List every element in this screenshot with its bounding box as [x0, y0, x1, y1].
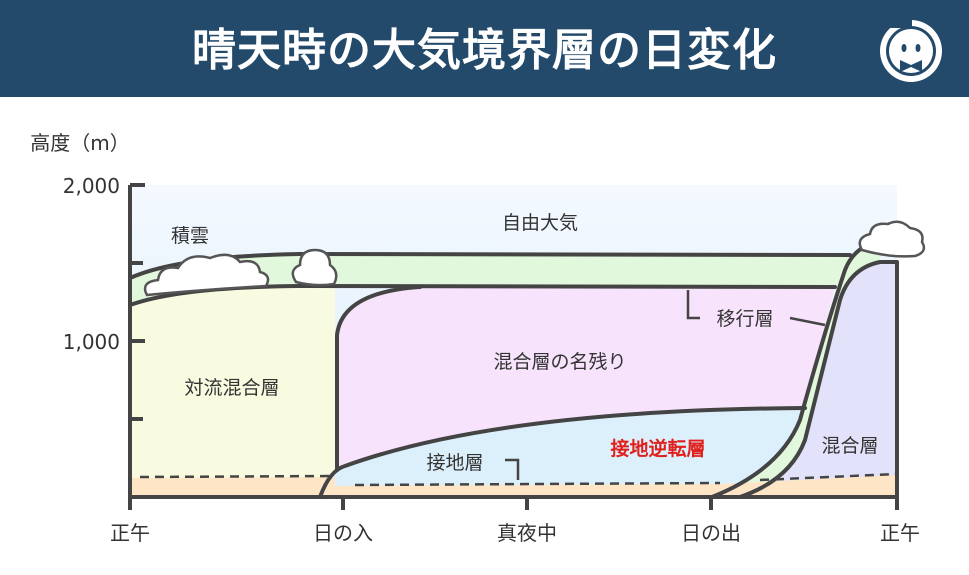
mixed-layer-region — [740, 262, 897, 497]
mixed-layer-label: 混合層 — [821, 435, 878, 457]
stable-layer-region — [320, 408, 808, 497]
residual-layer-label: 混合層の名残り — [493, 351, 626, 373]
cumulus-cloud-icon — [143, 220, 926, 297]
page-title: 晴天時の大気境界層の日変化 — [192, 25, 777, 76]
free-atmosphere-label: 自由大気 — [502, 212, 578, 234]
convective-mixed-layer-label: 対流混合層 — [184, 377, 279, 399]
mascot-logo-icon — [880, 20, 942, 82]
x-tick-noon-start: 正午 — [110, 521, 150, 545]
x-tick-sunrise: 日の出 — [681, 521, 741, 545]
x-tick-sunset: 日の入 — [313, 521, 373, 545]
transition-layer-label: 移行層 — [716, 308, 773, 330]
header-bar: 晴天時の大気境界層の日変化 — [0, 0, 969, 97]
y-tick-1000: 1,000 — [63, 330, 120, 354]
y-tick-2000: 2,000 — [63, 174, 120, 198]
surface-inversion-label: 接地逆転層 — [610, 437, 705, 460]
x-tick-midnight: 真夜中 — [497, 521, 557, 545]
x-tick-noon-end: 正午 — [880, 521, 920, 545]
convective-mixed-layer-region — [130, 286, 335, 497]
residual-layer-region — [335, 287, 835, 497]
y-axis-label: 高度（m） — [30, 131, 129, 155]
cumulus-label: 積雲 — [171, 225, 209, 247]
surface-layer-label: 接地層 — [426, 452, 483, 474]
